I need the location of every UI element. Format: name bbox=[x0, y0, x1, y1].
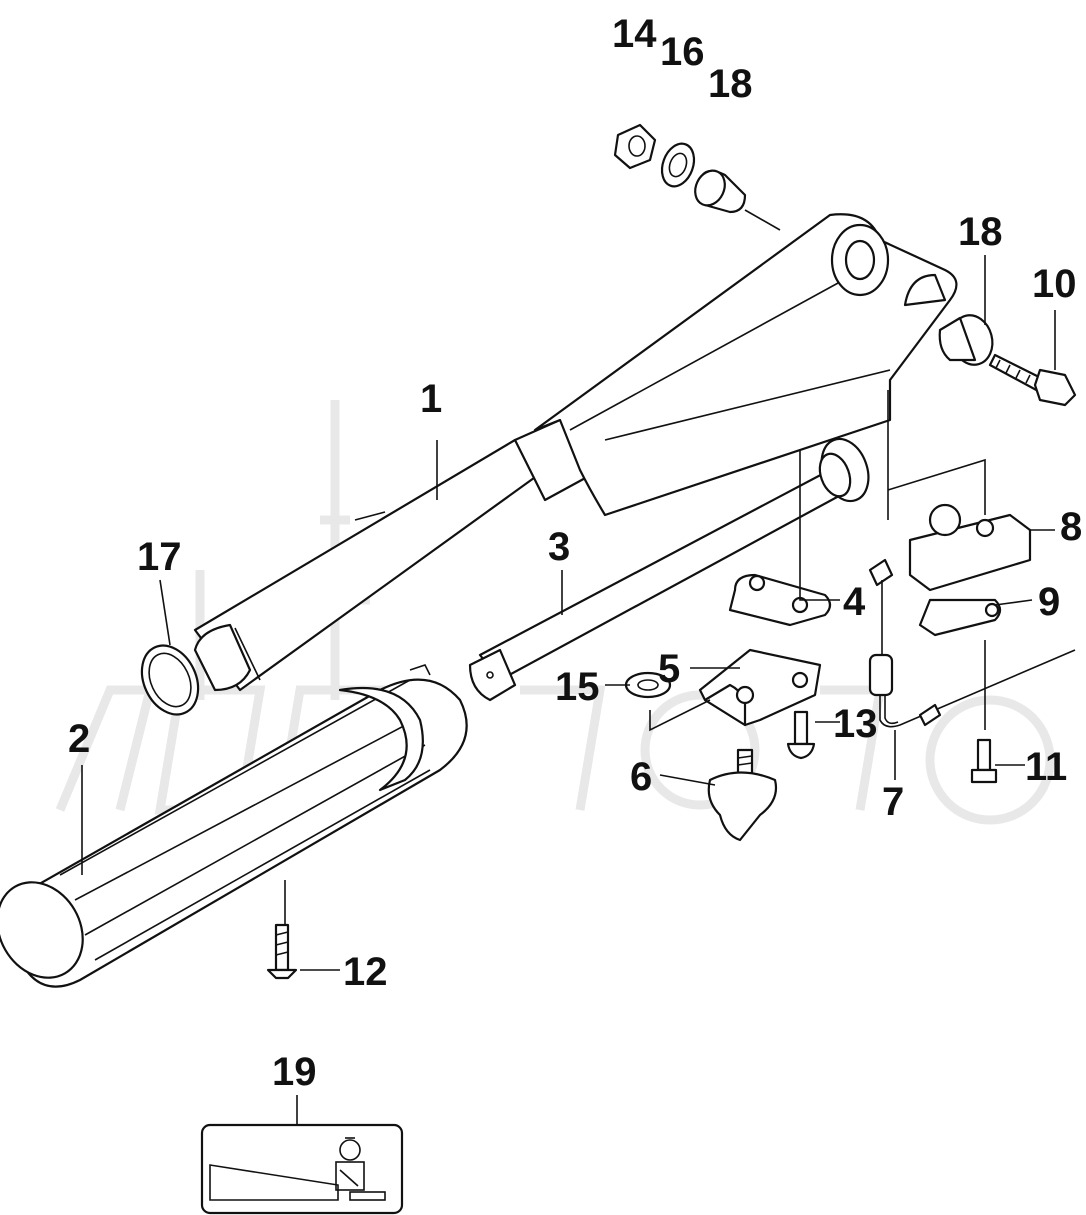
callout-10: 10 bbox=[1032, 262, 1077, 306]
part-12-screw bbox=[266, 923, 298, 980]
part-11-bolt bbox=[970, 738, 998, 784]
part-3-shaft bbox=[468, 437, 870, 702]
part-13-screw bbox=[786, 710, 816, 760]
callout-17: 17 bbox=[137, 535, 182, 579]
callout-8: 8 bbox=[1060, 505, 1082, 549]
part-19-label-decal bbox=[200, 1123, 404, 1215]
part-14-nut bbox=[613, 123, 657, 170]
callout-3: 3 bbox=[548, 525, 570, 569]
callout-11: 11 bbox=[1025, 745, 1067, 789]
part-7-cable bbox=[868, 558, 1076, 728]
callout-12: 12 bbox=[343, 950, 388, 994]
part-10-bolt bbox=[988, 353, 1077, 407]
callout-13: 13 bbox=[833, 702, 878, 746]
part-2-grip bbox=[0, 664, 468, 988]
part-18-bushing-right bbox=[938, 314, 994, 366]
callout-2: 2 bbox=[68, 717, 90, 761]
callout-14: 14 bbox=[612, 12, 657, 56]
callout-labels: 1 2 3 4 5 6 7 8 9 10 11 12 13 14 15 16 1… bbox=[68, 12, 1082, 1094]
callout-9: 9 bbox=[1038, 580, 1060, 624]
part-18-bushing-upper bbox=[694, 169, 747, 214]
callout-6: 6 bbox=[630, 755, 652, 799]
callout-18-upper: 18 bbox=[708, 62, 753, 106]
callout-19: 19 bbox=[272, 1050, 317, 1094]
part-17-o-ring bbox=[140, 644, 200, 716]
callout-15: 15 bbox=[555, 665, 600, 709]
callout-7: 7 bbox=[882, 780, 904, 824]
part-9-clip bbox=[918, 598, 1002, 637]
callout-18-right: 18 bbox=[958, 210, 1003, 254]
part-1-tiller-arm bbox=[193, 213, 958, 692]
callout-16: 16 bbox=[660, 30, 705, 74]
callout-1: 1 bbox=[420, 377, 442, 421]
leader-lines bbox=[81, 209, 1056, 1125]
callout-4: 4 bbox=[843, 580, 866, 624]
part-6-stud bbox=[707, 748, 778, 842]
part-16-washer bbox=[660, 142, 696, 188]
callout-5: 5 bbox=[658, 647, 680, 691]
part-8-clamp-block bbox=[908, 503, 1032, 592]
